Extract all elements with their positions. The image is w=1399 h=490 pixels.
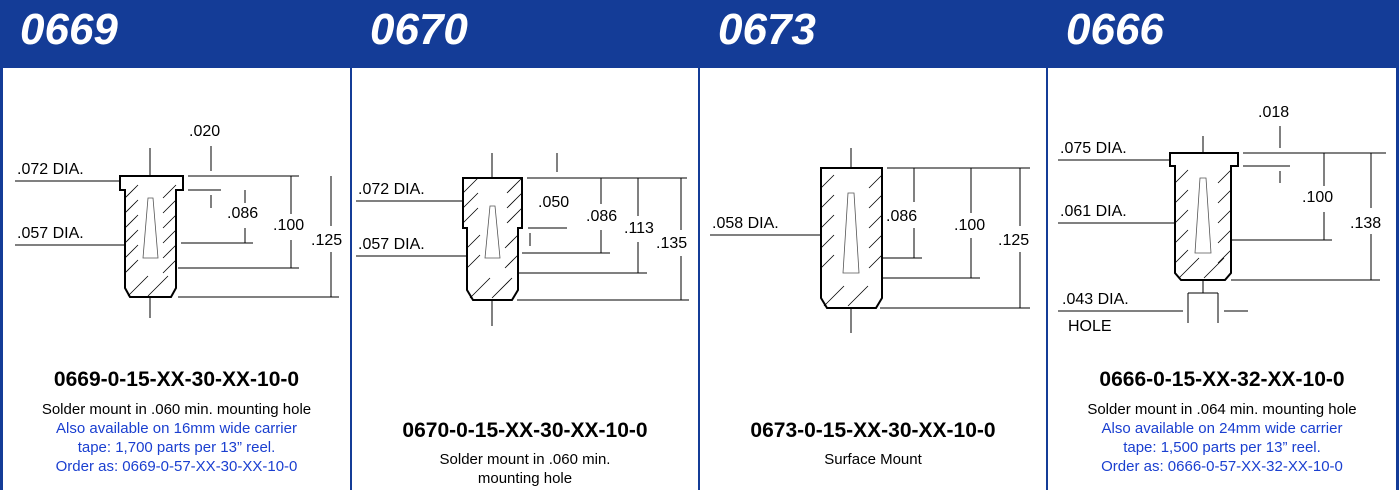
dim-dia-0670-a: .072 DIA. [358, 181, 425, 198]
description-0673: Surface Mount [824, 451, 922, 468]
dim-h2-0666: .138 [1350, 215, 1381, 232]
note-line-0666-2: tape: 1,500 parts per 13” reel. [1123, 439, 1321, 456]
part-number-0666: 0666-0-15-XX-32-XX-10-0 [1099, 368, 1345, 391]
header-number-0669: 0669 [20, 5, 118, 54]
panel-0673: .058 DIA. .086 .100 .125 0673-0-15-XX-30… [698, 68, 1048, 490]
dim-h3-0669: .125 [311, 232, 342, 249]
dim-top-0666: .018 [1258, 104, 1289, 121]
description-0670-line-1: Solder mount in .060 min. [439, 451, 611, 468]
dim-dia-0669-b: .057 DIA. [17, 225, 84, 242]
dim-h1-0669: .086 [227, 205, 258, 222]
dim-h1-0670: .086 [586, 208, 617, 225]
note-line-0669-3: Order as: 0669-0-57-XX-30-XX-10-0 [55, 458, 298, 475]
header-number-0673: 0673 [718, 5, 816, 54]
dim-h2-0669: .100 [273, 217, 304, 234]
dim-hole-0666: HOLE [1068, 318, 1112, 335]
note-line-0666-1: Also available on 24mm wide carrier [1101, 420, 1343, 437]
dim-dia-0669-a: .072 DIA. [17, 161, 84, 178]
panel-0670: .072 DIA. .057 DIA. .050 .086 .113 .135 … [350, 68, 700, 490]
dim-h1-0673: .086 [886, 208, 917, 225]
drawing-0669: .072 DIA. .057 DIA. .020 .086 .100 .125 [15, 123, 342, 318]
dim-top-0669: .020 [189, 123, 220, 140]
panel-0669: .072 DIA. .057 DIA. .020 .086 .100 .125 … [0, 68, 352, 490]
note-line-0669-2: tape: 1,700 parts per 13” reel. [77, 439, 276, 456]
header-number-0670: 0670 [370, 5, 468, 54]
dim-dia-0666-c: .043 DIA. [1062, 291, 1129, 308]
drawing-0673: .058 DIA. .086 .100 .125 [710, 148, 1030, 333]
dim-dia-0666-b: .061 DIA. [1060, 203, 1127, 220]
dim-dia-0673: .058 DIA. [712, 215, 779, 232]
part-number-0670: 0670-0-15-XX-30-XX-10-0 [402, 419, 648, 442]
description-0670-line-2: mounting hole [477, 470, 573, 487]
header-number-0666: 0666 [1066, 5, 1164, 54]
dim-h3-0670: .135 [656, 235, 687, 252]
dim-h0-0670: .050 [538, 194, 569, 211]
dim-h2-0670: .113 [624, 220, 654, 237]
note-line-0669-1: Also available on 16mm wide carrier [56, 420, 297, 437]
drawing-0666: .075 DIA. .061 DIA. .018 .100 .138 .043 … [1058, 104, 1386, 335]
drawing-0670: .072 DIA. .057 DIA. .050 .086 .113 .135 [356, 153, 689, 326]
panel-0666: .075 DIA. .061 DIA. .018 .100 .138 .043 … [1046, 68, 1399, 490]
dim-h2-0673: .100 [954, 217, 985, 234]
dim-dia-0670-b: .057 DIA. [358, 236, 425, 253]
dim-h1-0666: .100 [1302, 189, 1333, 206]
part-number-0669: 0669-0-15-XX-30-XX-10-0 [53, 368, 300, 391]
part-number-0673: 0673-0-15-XX-30-XX-10-0 [750, 419, 996, 442]
dim-dia-0666-a: .075 DIA. [1060, 140, 1127, 157]
dim-h3-0673: .125 [998, 232, 1029, 249]
header-bar: 0669 0670 0673 0666 [0, 0, 1399, 68]
note-line-0666-3: Order as: 0666-0-57-XX-32-XX-10-0 [1101, 458, 1343, 475]
description-0669: Solder mount in .060 min. mounting hole [41, 401, 312, 418]
description-0666: Solder mount in .064 min. mounting hole [1087, 401, 1357, 418]
